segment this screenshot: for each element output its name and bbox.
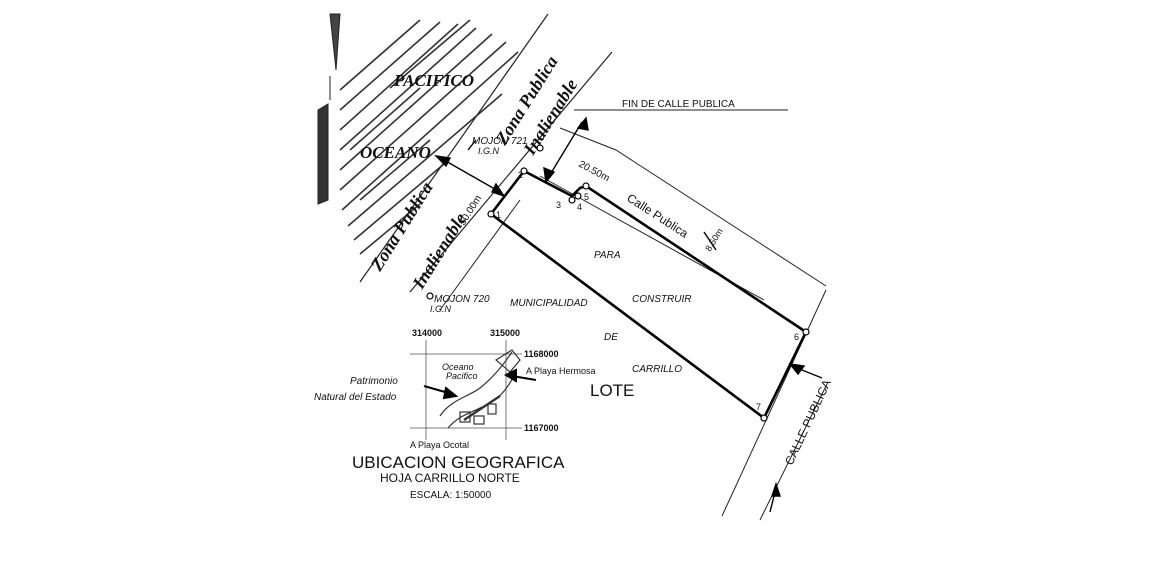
left-margin-marks (317, 13, 341, 205)
dim-20-label: 20.50m (577, 159, 612, 184)
mojon-720-ign-label: I.G.N (430, 304, 452, 314)
coord-x2: 315000 (490, 328, 520, 338)
fin-calle-label: FIN DE CALLE PUBLICA (622, 99, 735, 110)
escala-label: ESCALA: 1:50000 (410, 490, 492, 501)
construir-label: CONSTRUIR (632, 294, 691, 305)
location-map-grid (410, 340, 522, 440)
dimension-arrows (434, 116, 823, 513)
pacifico-small-label: Pacifico (446, 371, 478, 381)
location-map-arrows (423, 368, 537, 400)
point-1: 1 (496, 210, 501, 220)
mojon-721-label: MOJON 721 (472, 136, 528, 147)
oceano-small-label: Oceano (442, 362, 474, 372)
point-4: 4 (577, 202, 582, 212)
mojon-720-label: MOJON 720 (434, 294, 490, 305)
de-label: DE (604, 332, 618, 343)
municipalidad-label: MUNICIPALIDAD (510, 298, 588, 309)
pacifico-label: PACIFICO (393, 71, 474, 90)
point-5: 5 (584, 192, 589, 202)
playa-hermosa-label: A Playa Hermosa (526, 366, 596, 376)
patrimonio-label: Patrimonio (350, 376, 398, 387)
point-6: 6 (794, 332, 799, 342)
mojon-721-ign-label: I.G.N (478, 146, 500, 156)
coord-y1: 1168000 (524, 349, 559, 359)
carrillo-label: CARRILLO (632, 364, 682, 375)
hoja-subtitle: HOJA CARRILLO NORTE (380, 471, 520, 485)
point-7: 7 (756, 402, 761, 412)
lote-label: LOTE (590, 381, 634, 400)
playa-ocotal-label: A Playa Ocotal (410, 440, 469, 450)
location-map-coast (439, 349, 521, 429)
dim-850-label: 8.50m (703, 227, 725, 254)
point-2: 2 (518, 170, 523, 180)
natural-estado-label: Natural del Estado (314, 392, 397, 403)
calle-publica-right-label: CALLE PUBLICA (782, 377, 834, 467)
ocean-hatch (339, 19, 519, 255)
para-label: PARA (594, 250, 621, 261)
oceano-label: OCEANO (360, 143, 431, 162)
coord-x1: 314000 (412, 328, 442, 338)
ubicacion-title: UBICACION GEOGRAFICA (352, 453, 565, 472)
coord-y2: 1167000 (524, 423, 559, 433)
dim-50-label: 50.00m (457, 193, 484, 227)
point-3: 3 (556, 200, 561, 210)
lot-vertices (426, 144, 810, 422)
